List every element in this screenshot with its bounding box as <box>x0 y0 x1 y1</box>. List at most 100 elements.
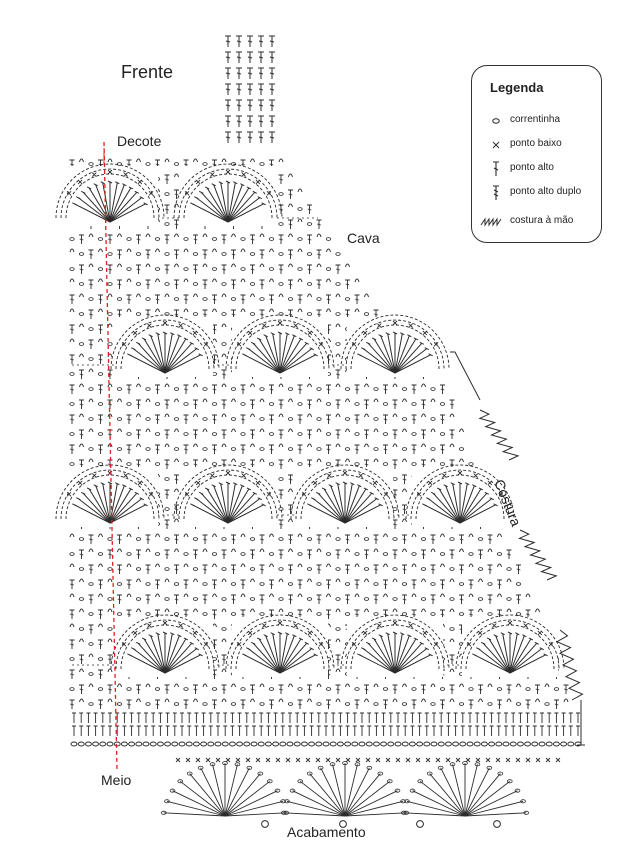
stitch-chain <box>420 597 427 601</box>
stitch-dc <box>316 249 322 259</box>
finishing-chain <box>449 762 456 767</box>
stitch-dc <box>240 414 246 424</box>
shell-stitch <box>164 642 193 674</box>
stitch-chain <box>88 263 94 268</box>
stitch-dc <box>202 534 208 544</box>
shell-motif <box>340 614 450 677</box>
shell-sc <box>192 630 198 636</box>
shell-sc <box>236 342 242 347</box>
stitch-chain <box>174 488 179 493</box>
shell-stitch-tip <box>233 482 238 486</box>
band-dc <box>460 725 465 736</box>
stitch-dc <box>364 684 369 694</box>
stitch-dc <box>240 384 246 394</box>
stitch-chain <box>174 548 179 553</box>
shell-stitch <box>195 197 229 223</box>
stitch-dc <box>193 399 198 409</box>
shell-stitch <box>459 492 488 524</box>
stitch-chain <box>79 668 84 673</box>
shell-stitch <box>394 635 410 674</box>
stitch-chain <box>240 237 246 241</box>
shell-stitch <box>279 338 302 374</box>
stitch-dc <box>383 384 388 394</box>
stitch-dc <box>240 699 246 709</box>
shell-stitch-tip <box>246 347 251 351</box>
shell-sc <box>91 172 97 177</box>
shell-stitch-tip <box>371 637 377 641</box>
finishing-chain <box>342 761 348 766</box>
stitch-chain <box>126 462 132 466</box>
stitch-chain <box>240 462 246 466</box>
stitch-chain <box>107 668 113 673</box>
shell-stitch-tip <box>361 347 366 351</box>
shell-arc <box>55 163 165 219</box>
shell-stitch-tip <box>242 353 247 357</box>
stitch-dc <box>183 414 189 424</box>
shell-stitch-tip <box>246 487 252 491</box>
stitch-dc <box>335 264 341 274</box>
stitch-chain <box>487 683 493 688</box>
shell-stitch <box>137 342 166 374</box>
stitch-chain <box>136 413 141 418</box>
finishing-stitch <box>344 767 370 817</box>
shell-stitch <box>206 488 229 524</box>
stitch-chain <box>354 462 360 466</box>
band-dc <box>496 725 501 736</box>
stitch-chain <box>164 192 170 196</box>
stitch-dc <box>288 189 293 199</box>
stitch-dc <box>468 579 474 589</box>
stitch-dc <box>345 564 350 574</box>
stitch-chain <box>373 387 379 391</box>
shell-sc <box>203 642 209 647</box>
shell-sc <box>318 642 324 647</box>
finishing-sc <box>495 757 501 763</box>
stitch-dc <box>221 234 227 244</box>
finishing-stitch <box>429 773 466 817</box>
shell-sc <box>376 323 382 328</box>
stitch-chain <box>116 582 123 586</box>
stitch-chain <box>126 402 132 406</box>
shell-stitch-tip <box>419 341 424 345</box>
stitch-dc <box>250 234 255 244</box>
shell-stitch-tip <box>127 653 132 657</box>
shell-stitch <box>213 184 229 223</box>
finishing-sc <box>185 757 191 763</box>
band-dc <box>338 725 343 736</box>
band-chain <box>185 741 193 747</box>
stitch-dc <box>269 99 275 111</box>
finishing-sc <box>195 757 201 763</box>
band-dc <box>547 712 552 723</box>
stitch-chain <box>392 413 398 418</box>
stitch-chain <box>230 447 237 451</box>
band-dc <box>352 725 357 736</box>
stitch-dc <box>421 684 426 694</box>
shell-stitch <box>474 654 511 674</box>
stitch-chain <box>69 552 75 556</box>
stitch-chain <box>421 608 426 613</box>
stitch-chain <box>240 593 246 598</box>
stitch-chain <box>193 608 198 613</box>
finishing-stitch <box>419 780 466 817</box>
stitch-chain <box>354 552 360 556</box>
shell-stitch <box>164 335 180 374</box>
stitch-chain <box>135 537 142 541</box>
band-chain <box>77 741 85 747</box>
shell-stitch <box>362 648 396 674</box>
stitch-dc <box>402 594 407 604</box>
band-dc <box>309 725 314 736</box>
stitch-chain <box>335 627 341 631</box>
band-dc <box>172 725 177 736</box>
stitch-chain <box>430 398 436 403</box>
stitch-chain <box>117 683 122 688</box>
shell-stitch <box>394 654 431 674</box>
stitch-dc <box>202 279 208 289</box>
stitch-chain <box>212 308 217 313</box>
stitch-chain <box>116 162 123 166</box>
stitch-chain <box>287 447 294 451</box>
finishing-sc <box>245 757 251 763</box>
shell-stitch <box>509 635 525 674</box>
stitch-chain <box>287 387 294 391</box>
band-dc <box>424 725 429 736</box>
band-chain <box>106 741 114 747</box>
stitch-dc <box>326 699 331 709</box>
